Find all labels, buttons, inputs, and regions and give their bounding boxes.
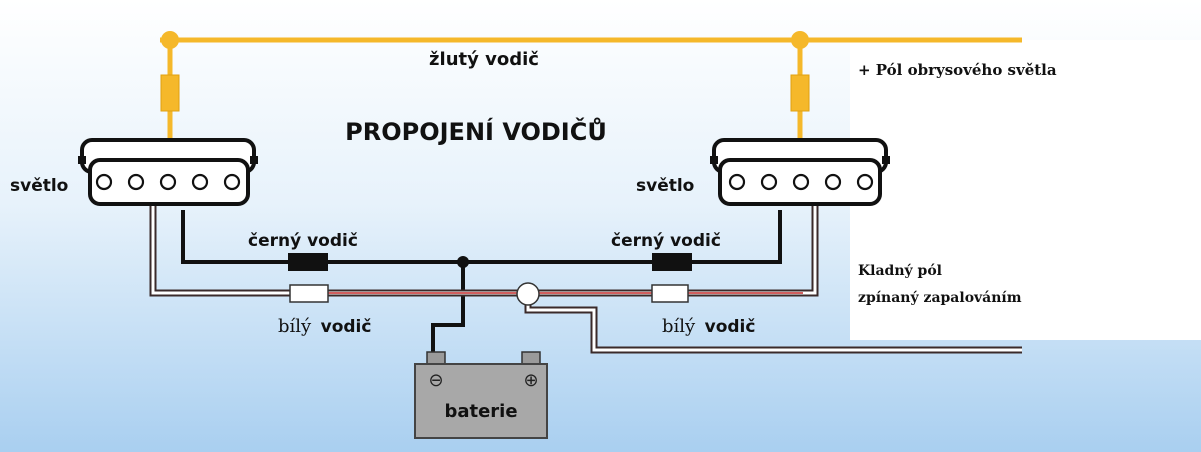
- diagram-title: PROPOJENÍ VODIČŮ: [345, 116, 607, 146]
- white-wire-label-left-suffix: vodič: [321, 317, 372, 337]
- note-panel: [850, 40, 1201, 340]
- connector-white-left: [289, 284, 329, 303]
- white-wire: [149, 205, 1022, 354]
- connector-ring: [516, 282, 540, 306]
- fuse-icon: [160, 74, 180, 112]
- black-wire-label-left: černý vodič: [248, 231, 358, 251]
- white-wire-label-right: bílý vodič: [662, 316, 755, 337]
- junction-dot: [791, 31, 809, 49]
- connector-black-left: [288, 253, 328, 271]
- white-wire-label-right-suffix: vodič: [705, 317, 756, 337]
- white-wire-label-right-word: bílý: [662, 316, 696, 337]
- white-wire-label-left: bílý vodič: [278, 316, 371, 337]
- battery-label: baterie: [444, 401, 517, 422]
- light-label-right: světlo: [636, 176, 694, 196]
- fuse-icon: [790, 74, 810, 112]
- lamp-icon: [710, 138, 890, 206]
- battery-plus-symbol: ⊕: [523, 370, 538, 391]
- marker-pole-note: + Pól obrysového světla: [858, 61, 1057, 79]
- battery-minus-symbol: ⊖: [428, 370, 443, 391]
- black-wire: [181, 210, 782, 358]
- white-wire-label-left-word: bílý: [278, 316, 312, 337]
- yellow-wire-label: žlutý vodič: [429, 49, 539, 70]
- connector-black-right: [652, 253, 692, 271]
- junction-dot: [457, 256, 469, 268]
- battery-icon: [414, 351, 548, 439]
- ignition-note-line1: Kladný pól: [858, 262, 942, 279]
- light-label-left: světlo: [10, 176, 68, 196]
- yellow-wire: [160, 31, 1022, 140]
- junction-dot: [161, 31, 179, 49]
- connector-white-right: [651, 284, 689, 303]
- lamp-icon: [78, 138, 258, 206]
- black-wire-label-right: černý vodič: [611, 231, 721, 251]
- ignition-note-line2: zpínaný zapalováním: [858, 289, 1022, 306]
